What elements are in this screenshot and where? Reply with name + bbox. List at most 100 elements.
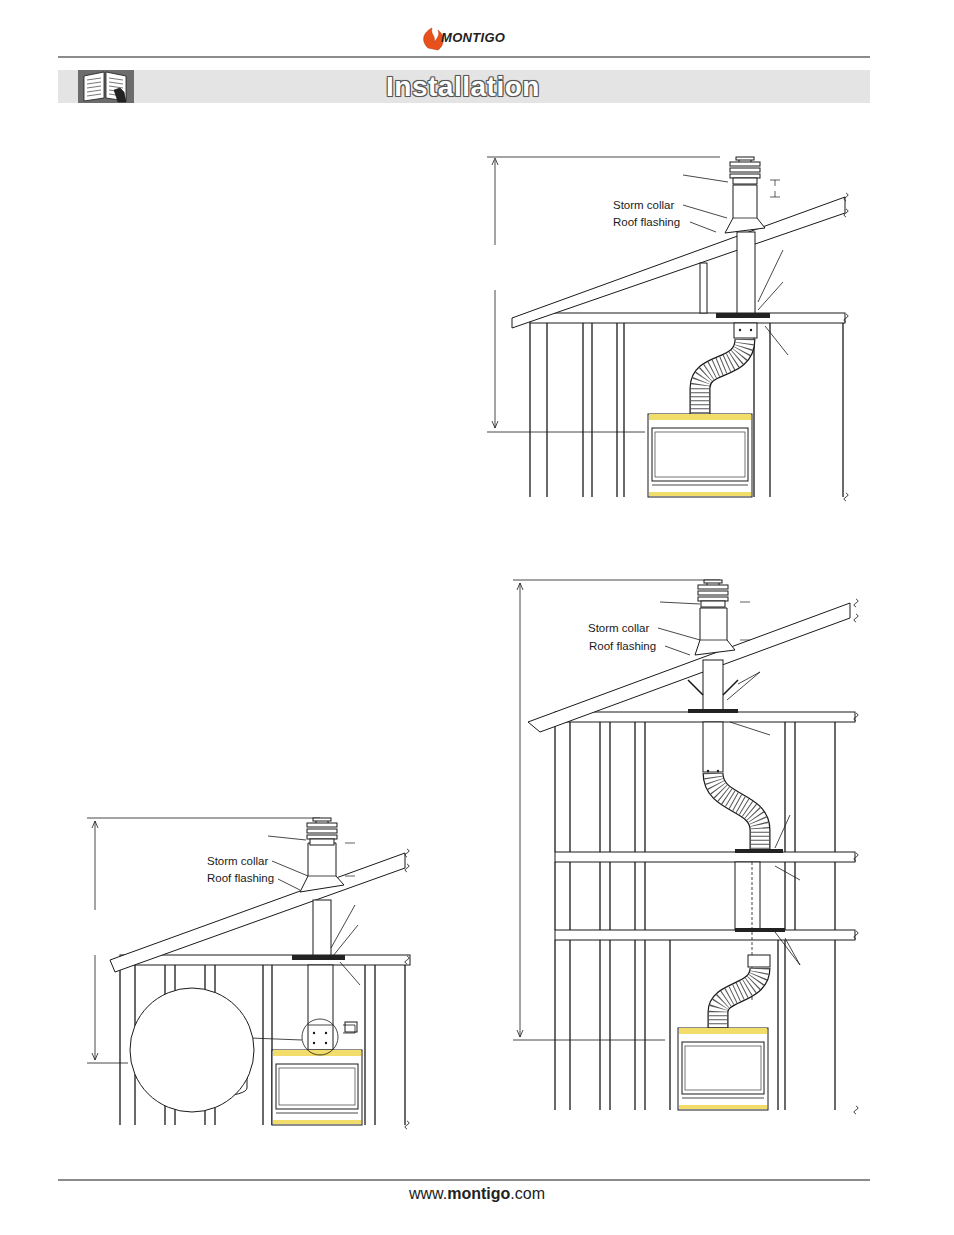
line — [591, 323, 592, 497]
part — [844, 314, 848, 322]
line — [834, 862, 835, 930]
part — [528, 603, 850, 732]
part — [718, 968, 760, 1028]
line — [87, 86, 101, 88]
line — [623, 323, 624, 497]
website-url: www. — [409, 1185, 447, 1203]
line — [644, 940, 645, 1110]
part — [685, 1046, 761, 1090]
part — [405, 849, 409, 857]
part — [517, 583, 523, 590]
part — [308, 965, 333, 1050]
line — [316, 821, 317, 823]
screw-dot — [313, 1032, 315, 1034]
line — [599, 862, 600, 930]
figure-multi-storey — [513, 580, 858, 1114]
part — [844, 193, 848, 201]
line — [308, 1025, 333, 1026]
line — [404, 965, 405, 1125]
detail-ring — [302, 1019, 338, 1055]
part-label: Roof flashing — [613, 216, 680, 229]
line — [345, 843, 355, 844]
part — [716, 313, 770, 318]
line — [658, 628, 700, 640]
part — [701, 601, 725, 607]
line — [569, 940, 570, 1110]
part — [725, 185, 765, 233]
part — [307, 823, 337, 827]
part — [424, 28, 444, 50]
part — [735, 928, 785, 932]
part — [92, 821, 98, 828]
manual-icon — [78, 70, 134, 103]
screw-dot — [750, 329, 752, 331]
part — [120, 955, 410, 965]
screw-dot — [325, 1032, 327, 1034]
part — [307, 829, 337, 833]
brand-logo: MONTIGO — [441, 31, 505, 45]
screw-dot — [325, 1042, 327, 1044]
part — [854, 599, 858, 607]
line — [794, 722, 795, 852]
section-title: Installation — [386, 72, 540, 103]
line — [794, 862, 795, 930]
part — [703, 660, 723, 712]
line — [569, 722, 570, 852]
line — [634, 722, 635, 852]
part — [517, 1030, 523, 1037]
part — [735, 862, 760, 930]
trim — [679, 1028, 767, 1034]
trim — [649, 492, 751, 496]
line — [740, 640, 750, 641]
line — [609, 862, 610, 930]
line — [495, 290, 496, 428]
line — [87, 1063, 128, 1064]
line — [700, 640, 727, 641]
line — [599, 722, 600, 852]
part — [730, 162, 760, 166]
part — [736, 157, 754, 160]
figure-single-storey — [487, 157, 848, 501]
line — [340, 962, 360, 985]
part-label: Storm collar — [613, 199, 674, 212]
part — [300, 843, 344, 892]
part — [492, 421, 498, 428]
part — [844, 493, 848, 501]
part — [92, 1053, 98, 1060]
line — [834, 940, 835, 1110]
part — [733, 178, 757, 184]
line — [660, 602, 700, 604]
part — [84, 72, 104, 101]
part — [734, 323, 757, 338]
line — [665, 646, 690, 655]
part — [78, 70, 134, 103]
part — [555, 852, 855, 862]
line — [278, 879, 300, 890]
line — [569, 862, 570, 930]
line — [730, 722, 770, 735]
line — [609, 722, 610, 852]
part — [492, 158, 498, 165]
part — [718, 968, 760, 1028]
part — [698, 597, 728, 601]
line — [554, 862, 555, 930]
part — [700, 263, 707, 313]
line — [95, 955, 96, 1060]
part — [110, 853, 405, 972]
line — [582, 323, 583, 497]
line — [58, 1179, 870, 1180]
part — [652, 428, 748, 481]
part — [512, 197, 845, 328]
part — [713, 773, 760, 850]
part — [272, 1050, 362, 1125]
part — [682, 1042, 764, 1094]
part — [775, 180, 776, 197]
part-label: Storm collar — [207, 855, 268, 868]
line — [707, 583, 708, 585]
line — [733, 218, 757, 219]
trim — [679, 1105, 767, 1109]
part — [730, 174, 760, 178]
line — [644, 862, 645, 930]
part — [704, 580, 722, 583]
